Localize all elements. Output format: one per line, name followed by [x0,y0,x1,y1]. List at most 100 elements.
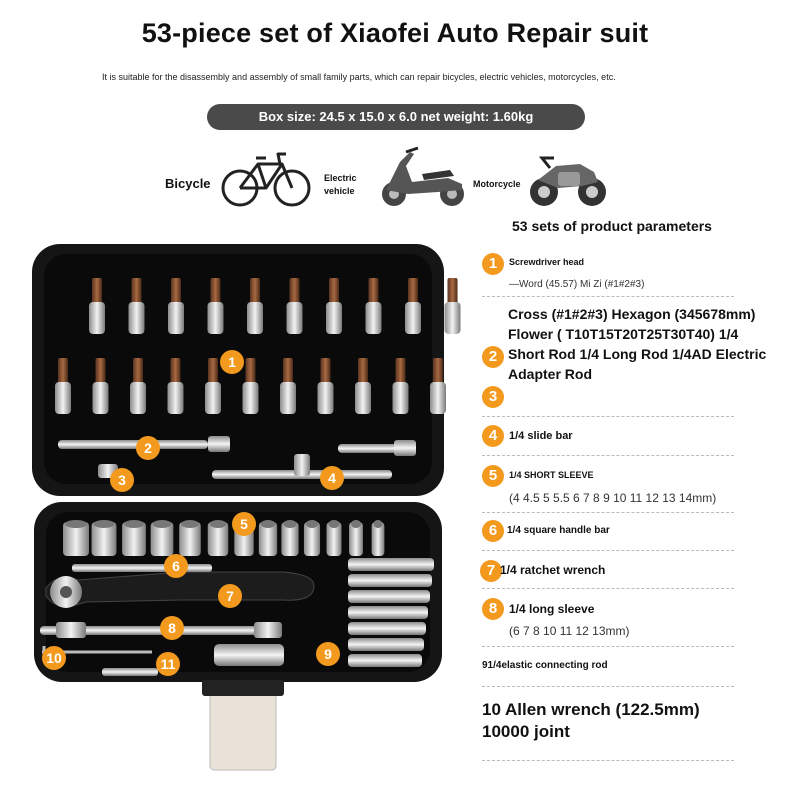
short-socket [122,522,146,556]
param-1-label: Screwdriver head [509,257,585,267]
extension-bar [338,444,410,453]
param-5-label: 1/4 SHORT SLEEVE [509,470,594,480]
number-badge-1: 1 [482,253,504,275]
bicycle-icon [221,152,311,207]
bit-holder [286,302,303,334]
screwdriver-bit [320,358,331,384]
screwdriver-bit [408,278,418,304]
bit-holder [247,302,263,334]
screwdriver-bit [250,278,260,304]
param-item-8: 8 [482,598,504,620]
divider [482,296,734,297]
motorcycle-label: Motorcycle [473,179,521,189]
number-badge-7: 7 [480,560,502,582]
param-8-label: 1/4 long sleeve [509,602,595,616]
bit-holder [392,382,409,414]
bit-holder [444,302,461,334]
number-badge-9 [316,642,340,666]
param-7-label: 1/4 ratchet wrench [500,563,606,577]
param-item-4: 4 [482,425,504,447]
short-socket [326,522,342,556]
param-10-label: 10 Allen wrench (122.5mm) [482,700,700,719]
long-socket [348,622,426,635]
bit-holder [55,382,71,414]
long-socket [348,654,422,667]
number-badge-1 [220,350,244,374]
number-badge-8 [160,616,184,640]
divider [482,550,734,551]
number-badge-3: 3 [482,386,504,408]
screwdriver-bit [58,358,68,384]
bit-holder [430,382,446,414]
short-socket [91,522,117,556]
elastic-connecting-rod [40,626,280,635]
number-badge-label: 2 [144,440,152,456]
param-9-label: 91/4elastic connecting rod [482,660,608,671]
param-5-sub: (4 4.5 5 5.5 6 7 8 9 10 11 12 13 14mm) [509,491,717,505]
bit-holder [355,382,371,414]
universal-joint [102,668,158,676]
number-badge-label: 10 [46,650,62,666]
number-badge-4: 4 [482,425,504,447]
bit-holder [317,382,334,414]
number-badge-2 [136,436,160,460]
param-1-sub: —Word (45.57) Mi Zi (#1#2#3) [509,279,645,290]
bit-holder [207,302,224,334]
param-item-2: 2 [482,346,504,368]
number-badge-4 [320,466,344,490]
case-handle [209,687,277,771]
bit-holder [205,382,221,414]
screwdriver-bit [133,358,143,384]
number-badge-5: 5 [482,465,504,487]
divider [482,686,734,687]
param-item-1: 1 [482,253,504,275]
divider [482,588,734,589]
screwdriver-bit [210,278,221,304]
number-badge-label: 7 [226,588,234,604]
bit-holder [365,302,382,334]
param-11-label: 10000 joint [482,722,570,741]
param-item-6: 6 [482,520,504,542]
number-badge-8: 8 [482,598,504,620]
short-socket [303,522,321,556]
params-title: 53 sets of product parameters [512,218,712,234]
screwdriver-bit [131,278,142,304]
screwdriver-bit [245,358,256,384]
square-handle-bar [72,564,212,572]
long-socket [348,574,432,587]
bit-holder [280,382,296,414]
divider [482,416,734,417]
short-socket [179,522,201,556]
short-socket [371,522,385,556]
param-item-7: 7 [480,560,502,582]
number-badge-label: 3 [118,472,126,488]
long-socket [348,606,428,619]
screwdriver-bit [289,278,300,304]
short-socket [207,522,229,556]
short-socket [63,522,89,556]
bit-holder [128,302,145,334]
long-socket [348,638,424,651]
screwdriver-bit [208,358,218,384]
param-item-3: 3 [482,386,504,408]
divider [482,512,734,513]
short-socket [281,522,299,556]
page-title: 53-piece set of Xiaofei Auto Repair suit [141,18,649,48]
number-badge-11 [156,652,180,676]
subtitle: It is suitable for the disassembly and a… [102,72,616,82]
param-8-sub: (6 7 8 10 11 12 13mm) [509,624,630,638]
screwdriver-bit [329,278,339,304]
bit-holder [242,382,259,414]
long-socket [348,558,434,571]
electric-scooter-icon [382,146,464,206]
bicycle-label: Bicycle [165,176,211,191]
number-badge-label: 5 [240,516,248,532]
screwdriver-bit [395,358,406,384]
screwdriver-bit [447,278,458,304]
number-badge-6: 6 [482,520,504,542]
param-item-5: 5 [482,465,504,487]
divider [482,760,734,761]
extension-bar [58,440,208,449]
screwdriver-bit [170,358,181,384]
